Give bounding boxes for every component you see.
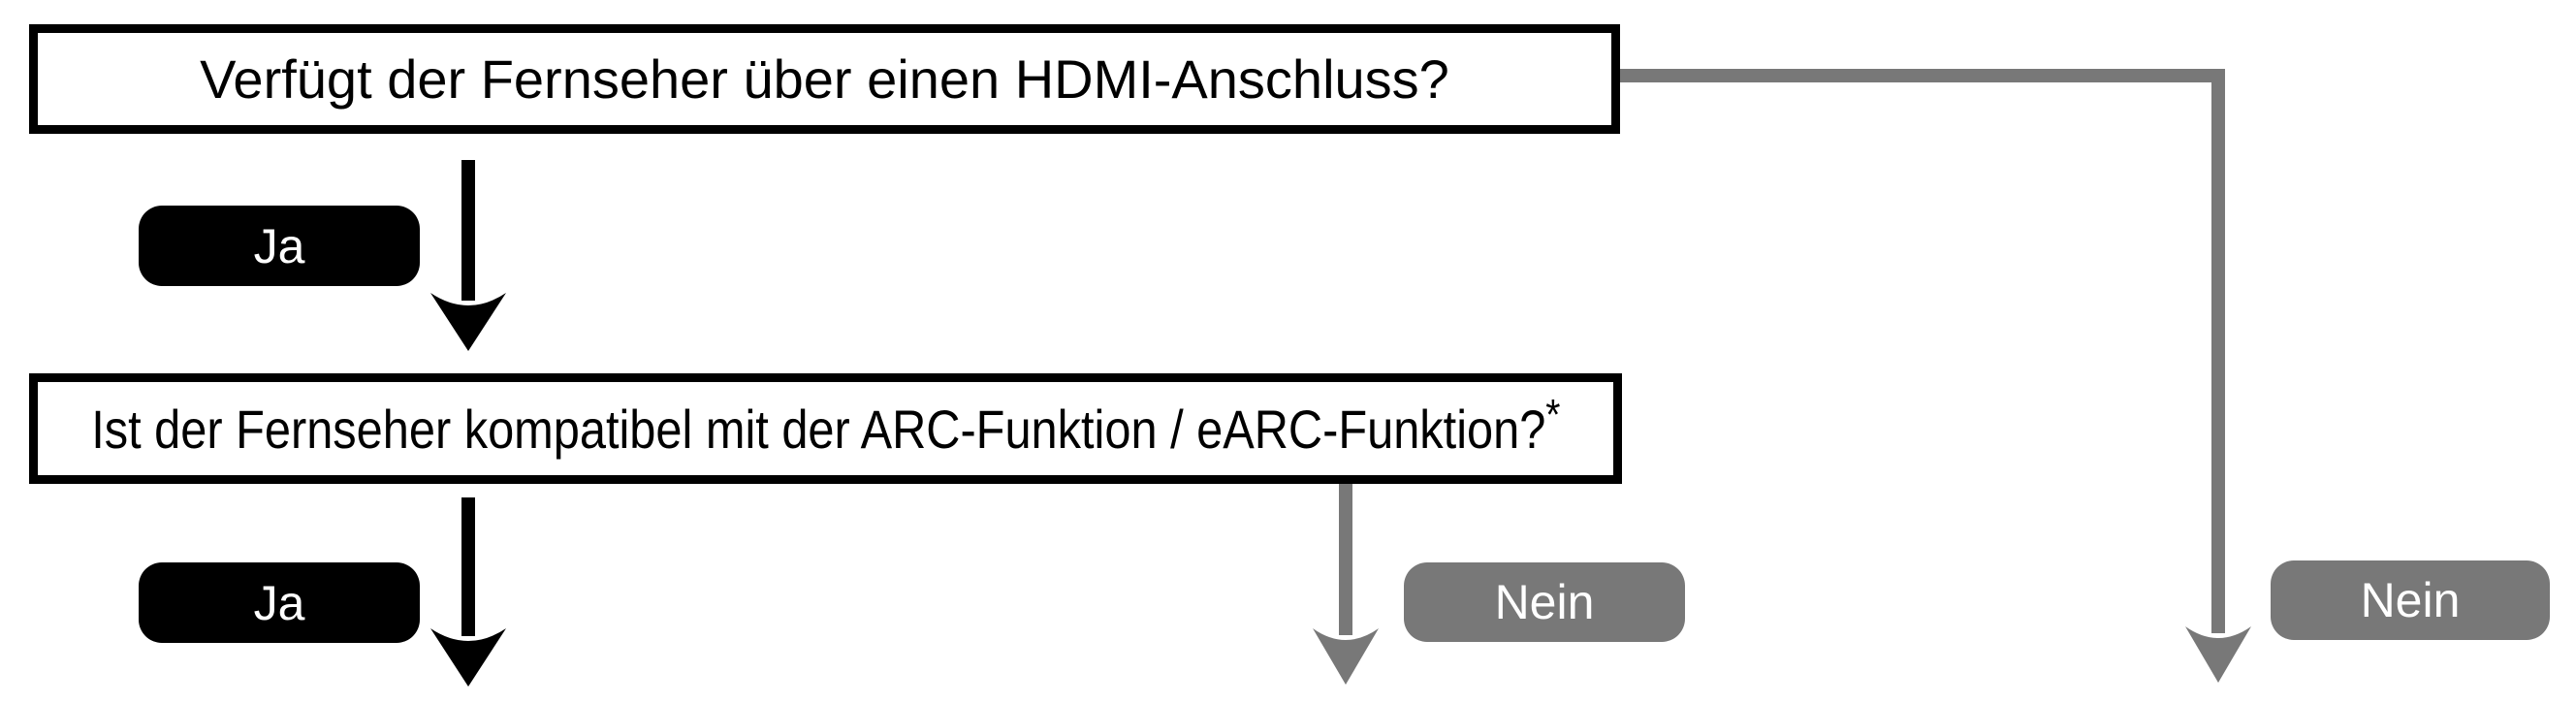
q2-yes-arrow-down-icon	[430, 497, 506, 687]
q2-no-arrow-shaft	[1339, 482, 1352, 635]
question-text-arc-wrap: Ist der Fernseher kompatibel mit der ARC…	[90, 392, 1560, 461]
q1-no-connector-arrow-icon	[1609, 69, 2251, 683]
q2-no-arrow-head	[1313, 628, 1379, 685]
question-text-arc: Ist der Fernseher kompatibel mit der ARC…	[90, 398, 1545, 460]
q2-yes-arrow-shaft	[461, 497, 475, 636]
q1-yes-arrow-down-icon	[430, 160, 506, 351]
q2-yes-arrow-head	[430, 628, 506, 687]
q1-yes-arrow-shaft	[461, 160, 475, 301]
q1-no-connector-vertical	[2211, 69, 2225, 633]
q2-no-arrow-down-icon	[1313, 482, 1379, 685]
question-box-hdmi: Verfügt der Fernseher über einen HDMI-An…	[29, 24, 1620, 134]
q2-no-badge: Nein	[1404, 562, 1685, 642]
q1-yes-arrow-head	[430, 293, 506, 351]
q2-yes-badge: Ja	[139, 562, 420, 643]
question-text-hdmi: Verfügt der Fernseher über einen HDMI-An…	[200, 48, 1449, 110]
footnote-asterisk: *	[1544, 389, 1561, 438]
question-box-arc: Ist der Fernseher kompatibel mit der ARC…	[29, 373, 1622, 484]
q1-no-connector-horizontal	[1609, 69, 2225, 82]
q1-no-arrow-head	[2185, 626, 2251, 683]
q1-yes-badge: Ja	[139, 206, 420, 286]
q1-no-badge: Nein	[2271, 560, 2550, 640]
